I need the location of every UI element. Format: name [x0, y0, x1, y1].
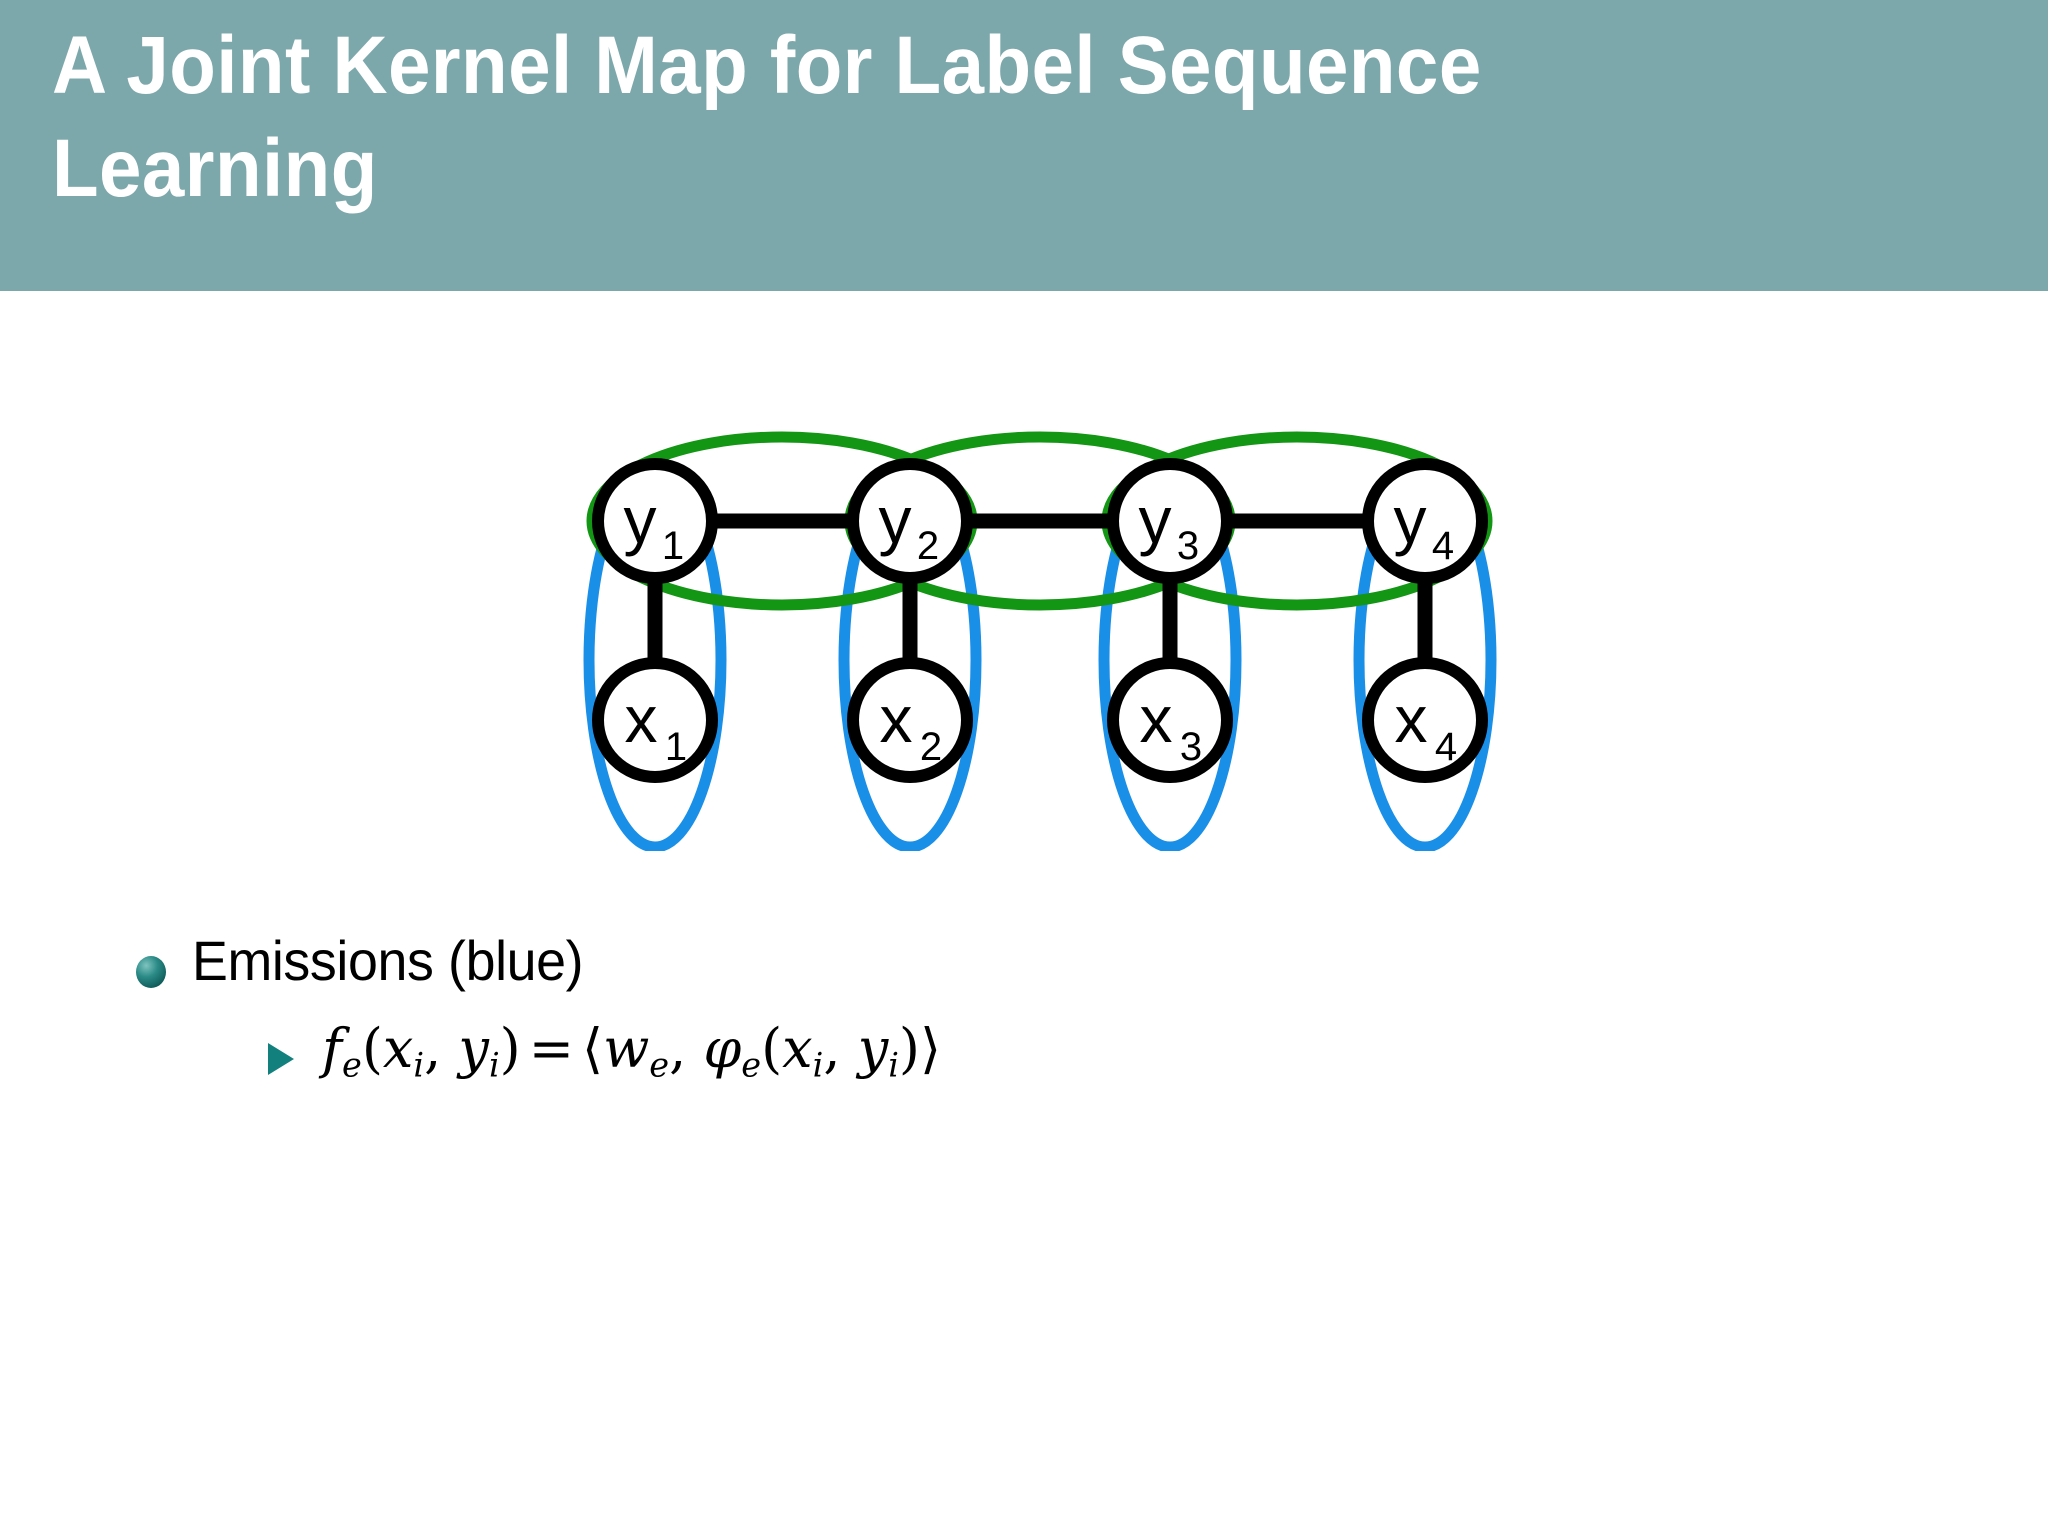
formula-x-2-sub: i: [812, 1045, 824, 1085]
diagram-container: y 1 y 2 y 3 y 4 x 1 x 2: [0, 291, 2048, 851]
observation-node-group: x 1 x 2 x 3 x 4: [592, 657, 1488, 783]
formula-phi-sub: e: [741, 1045, 762, 1085]
formula-close-paren-1: ): [499, 1016, 521, 1080]
triangle-marker-icon: [268, 1042, 294, 1075]
formula-x-1-sub: i: [413, 1045, 425, 1085]
node-x1-sublabel: 1: [665, 725, 687, 769]
node-y3-circle[interactable]: [1107, 458, 1233, 584]
node-y3-sublabel: 3: [1177, 524, 1199, 568]
label-node-group: y 1 y 2 y 3 y 4: [592, 458, 1488, 584]
node-x4-circle[interactable]: [1362, 657, 1488, 783]
bullet-label-emissions: Emissions (blue): [192, 929, 584, 992]
page-title: A Joint Kernel Map for Label Sequence Le…: [52, 20, 1482, 215]
formula-w-sub: e: [649, 1045, 670, 1085]
node-x3-label: x: [1140, 682, 1173, 756]
formula-phi: φ: [703, 1016, 742, 1080]
factor-graph-svg: y 1 y 2 y 3 y 4 x 1 x 2: [583, 431, 1497, 851]
formula-w: w: [603, 1016, 650, 1080]
node-y1-circle[interactable]: [592, 458, 718, 584]
node-y2-label: y: [879, 483, 912, 557]
node-x1-label: x: [625, 682, 658, 756]
formula-x-1: x: [382, 1016, 414, 1080]
bullet-item-emissions: Emissions (blue): [0, 929, 2048, 993]
node-x2-sublabel: 2: [920, 725, 942, 769]
node-y4-circle[interactable]: [1362, 458, 1488, 584]
node-x4-sublabel: 4: [1435, 725, 1457, 769]
node-y2-sublabel: 2: [917, 524, 939, 568]
node-x1-circle[interactable]: [592, 657, 718, 783]
formula-langle: ⟨: [581, 1016, 604, 1080]
formula-close-paren-2: ): [898, 1016, 920, 1080]
formula-y-2: y: [857, 1016, 889, 1080]
node-y4-sublabel: 4: [1432, 524, 1454, 568]
formula-open-paren-1: (: [361, 1016, 383, 1080]
node-x2-label: x: [880, 682, 913, 756]
formula-comma-3: ,: [823, 1016, 841, 1080]
node-y4-label: y: [1394, 483, 1427, 557]
node-y2-circle[interactable]: [847, 458, 973, 584]
node-y3-label: y: [1139, 483, 1172, 557]
formula-f-sub: e: [342, 1045, 362, 1085]
formula-open-paren-2: (: [761, 1016, 783, 1080]
slide-title-bar: A Joint Kernel Map for Label Sequence Le…: [0, 0, 2048, 291]
node-y1-sublabel: 1: [662, 524, 684, 568]
emission-formula: fe(xi, yi)=⟨we, φe(xi, yi)⟩: [322, 1019, 941, 1084]
bullet-sphere-icon: [136, 956, 166, 988]
formula-comma-1: ,: [424, 1016, 442, 1080]
node-x4-label: x: [1395, 682, 1428, 756]
node-y1-label: y: [624, 483, 657, 557]
formula-y-2-sub: i: [888, 1045, 899, 1085]
node-x2-circle[interactable]: [847, 657, 973, 783]
node-x3-sublabel: 3: [1180, 725, 1202, 769]
formula-rangle: ⟩: [920, 1016, 942, 1080]
emission-ellipse-group: [583, 467, 1497, 851]
formula-equals: =: [528, 1016, 574, 1080]
node-x3-circle[interactable]: [1107, 657, 1233, 783]
subbullet-item-emission-formula: fe(xi, yi)=⟨we, φe(xi, yi)⟩: [0, 1019, 2048, 1084]
content-body: Emissions (blue) fe(xi, yi)=⟨we, φe(xi, …: [0, 929, 2048, 1084]
formula-comma-2: ,: [669, 1016, 687, 1080]
formula-f: f: [322, 1016, 342, 1080]
emission-edges: [647, 579, 1433, 663]
formula-x-2: x: [782, 1016, 813, 1080]
formula-y-1-sub: i: [488, 1045, 500, 1085]
formula-y-1: y: [458, 1016, 489, 1080]
